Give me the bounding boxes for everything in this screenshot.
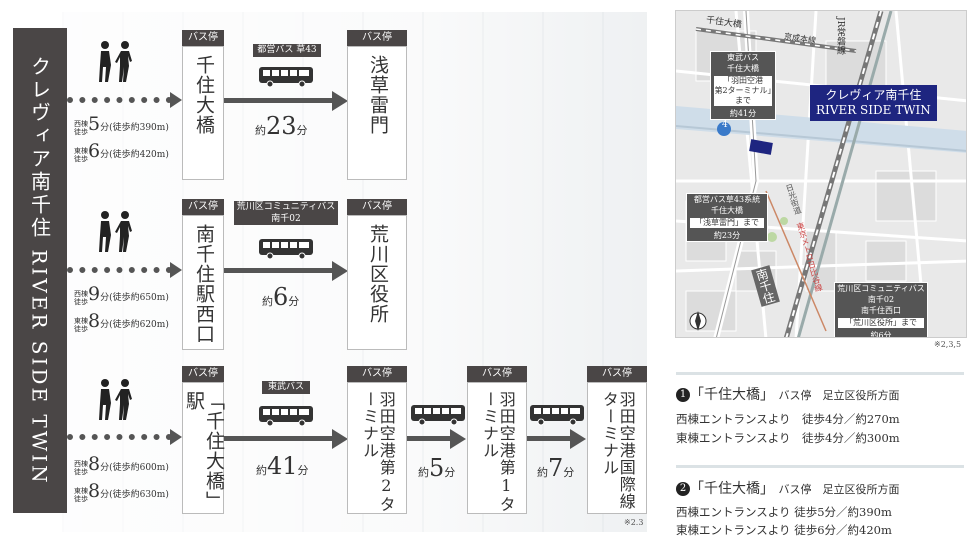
- bus-duration-3: 約7分: [537, 454, 575, 482]
- walk-time-east: 東棟徒歩8分(徒歩約620m): [74, 310, 169, 333]
- stop-label: バス停: [347, 30, 407, 46]
- info-heading-1: 1「千住大橋」 バス停 足立区役所方面: [676, 384, 899, 404]
- bus-route-line: [224, 268, 334, 273]
- stop-label: バス停: [347, 366, 407, 382]
- info-divider: [676, 465, 964, 468]
- bus-route-line: [527, 436, 572, 441]
- walk-route-line: [67, 267, 172, 273]
- info-line: 東棟エントランスより 徒歩6分／約420m: [676, 523, 892, 537]
- info-line: 西棟エントランスより 徒歩5分／約390m: [676, 505, 892, 519]
- footnote-left: ※2.3: [624, 518, 644, 527]
- bus-line-name: 都営バス 草43: [253, 44, 321, 57]
- stop-from: 「千住大橋」駅: [182, 382, 225, 514]
- stop-haneda-t1: 羽田空港第1ターミナル: [467, 382, 527, 514]
- bus-icon: [258, 66, 314, 92]
- walk-time-west: 西棟徒歩5分(徒歩約390m): [74, 113, 169, 136]
- info-line: 東棟エントランスより 徒歩4分／約300m: [676, 431, 900, 445]
- map-callout-toei: 都営バス草43系統千住大橋 「浅草雷門」まで 約23分: [686, 193, 768, 242]
- stop-haneda-t2: 羽田空港第2ターミナル: [347, 382, 407, 514]
- bus-route-arrowhead: [332, 91, 348, 111]
- stop-label: バス停: [467, 366, 527, 382]
- bus-route-arrowhead: [450, 429, 466, 449]
- footnote-map: ※2,3,5: [934, 340, 962, 349]
- property-title-bar: クレヴィア南千住 RIVER SIDE TWIN: [13, 28, 67, 513]
- bus-route-line: [224, 98, 334, 103]
- stop-label: バス停: [182, 199, 224, 215]
- bus-route-line: [407, 436, 452, 441]
- stop-label: バス停: [182, 30, 224, 46]
- walk-route-arrowhead: [170, 429, 182, 445]
- bus-icon: [258, 238, 314, 264]
- bus-route-arrowhead: [570, 429, 586, 449]
- walk-time-east: 東棟徒歩6分(徒歩約420m): [74, 140, 169, 163]
- walker-icon: [92, 378, 140, 426]
- stop-to: 浅草雷門: [347, 46, 407, 180]
- bus-icon: [258, 405, 314, 431]
- bus-duration-2: 約5分: [418, 454, 456, 482]
- area-map[interactable]: JR常磐線 千住大橋 京成本線 4 日光街道 東京メトロ日比谷線 南千住 東武バ…: [675, 10, 967, 338]
- walker-icon: [92, 40, 140, 88]
- map-callout-tobu: 東武バス千住大橋 「羽田空港第2ターミナル」まで 約41分: [710, 51, 776, 120]
- stop-from: 南千住駅西口: [182, 215, 224, 350]
- bus-line-name: 東武バス: [262, 381, 310, 394]
- bus-icon: [529, 404, 585, 430]
- map-label-route4: 4: [722, 120, 728, 130]
- stop-label: バス停: [347, 199, 407, 215]
- walk-time-east: 東棟徒歩8分(徒歩約630m): [74, 480, 169, 503]
- stop-from: 千住大橋: [182, 46, 224, 180]
- walk-route-arrowhead: [170, 262, 182, 278]
- stop-to: 荒川区役所: [347, 215, 407, 350]
- bus-line-name: 荒川区コミュニティバス 南千02: [234, 201, 338, 225]
- info-heading-2: 2「千住大橋」 バス停 足立区役所方面: [676, 478, 899, 498]
- stop-label: バス停: [587, 366, 647, 382]
- bus-icon: [410, 404, 466, 430]
- walk-time-west: 西棟徒歩8分(徒歩約600m): [74, 453, 169, 476]
- info-line: 西棟エントランスより 徒歩4分／約270m: [676, 412, 900, 426]
- walk-route-line: [67, 434, 172, 440]
- bus-route-arrowhead: [332, 261, 348, 281]
- bus-duration: 約23分: [255, 112, 308, 140]
- stop-label: バス停: [182, 366, 224, 382]
- map-label-rail-jr: JR常磐線: [835, 17, 845, 55]
- bus-route-arrowhead: [332, 429, 348, 449]
- info-divider: [676, 372, 964, 375]
- walk-time-west: 西棟徒歩9分(徒歩約650m): [74, 283, 169, 306]
- bus-duration: 約41分: [256, 452, 309, 480]
- bus-route-line: [224, 436, 334, 441]
- walk-route-line: [67, 97, 172, 103]
- walk-route-arrowhead: [170, 92, 182, 108]
- bus-duration: 約6分: [262, 283, 300, 311]
- walker-icon: [92, 210, 140, 258]
- stop-haneda-intl: 羽田空港国際線ターミナル: [587, 382, 647, 514]
